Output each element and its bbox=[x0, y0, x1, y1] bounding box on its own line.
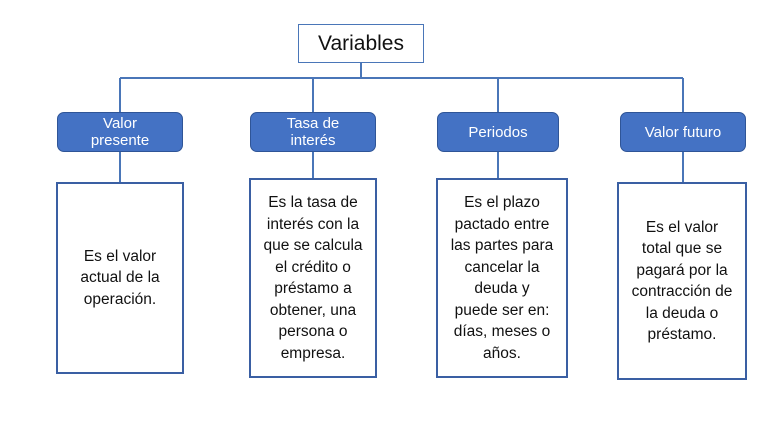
description-periodos: Es el plazo pactado entre las partes par… bbox=[436, 178, 568, 378]
description-tasa-de-interes: Es la tasa de interés con la que se calc… bbox=[249, 178, 377, 378]
description-valor-futuro: Es el valor total que se pagará por la c… bbox=[617, 182, 747, 380]
header-valor-futuro: Valor futuro bbox=[620, 112, 746, 152]
header-valor-presente: Valor presente bbox=[57, 112, 183, 152]
description-valor-presente: Es el valor actual de la operación. bbox=[56, 182, 184, 374]
root-node-variables: Variables bbox=[298, 24, 424, 63]
header-tasa-de-interes: Tasa de interés bbox=[250, 112, 376, 152]
header-periodos: Periodos bbox=[437, 112, 559, 152]
